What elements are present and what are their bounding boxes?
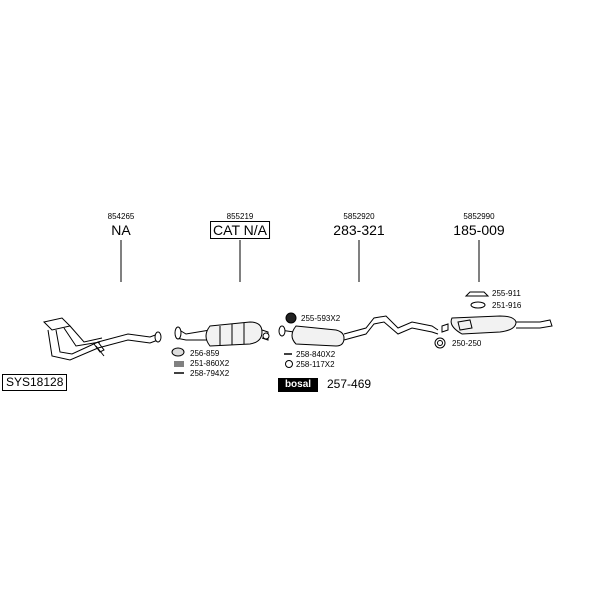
rear-fittings-drawing bbox=[434, 291, 490, 349]
bosal-logo: bosal bbox=[278, 378, 318, 392]
front-pipe-drawing bbox=[43, 317, 162, 361]
fitting-label-cat-3[interactable]: 258-794X2 bbox=[190, 369, 230, 378]
part-number-3[interactable]: 283-321 bbox=[333, 222, 385, 238]
middle-silencer-drawing bbox=[278, 312, 439, 347]
part-number-1[interactable]: NA bbox=[111, 222, 131, 238]
oe-number-4: 5852990 bbox=[463, 212, 495, 221]
oe-number-1: 854265 bbox=[107, 212, 135, 221]
fitting-label-cat-2[interactable]: 251-860X2 bbox=[190, 359, 230, 368]
cat-fittings-drawing bbox=[171, 347, 185, 374]
oe-number-3: 5852920 bbox=[343, 212, 375, 221]
fitting-label-rear-3[interactable]: 250-250 bbox=[452, 339, 482, 348]
fitting-label-rear-2[interactable]: 251-916 bbox=[492, 301, 522, 310]
part-number-2[interactable]: CAT N/A bbox=[210, 221, 270, 239]
rear-silencer-drawing bbox=[441, 315, 553, 335]
mid-fittings-drawing bbox=[284, 353, 293, 368]
fitting-label-mid-2[interactable]: 258-117X2 bbox=[296, 360, 335, 369]
fitting-label-rear-1[interactable]: 255-911 bbox=[492, 289, 521, 298]
oe-number-2: 855219 bbox=[226, 212, 254, 221]
part-number-4[interactable]: 185-009 bbox=[453, 222, 505, 238]
fitting-label-mid-1[interactable]: 258-840X2 bbox=[296, 350, 336, 359]
system-code: SYS18128 bbox=[2, 374, 68, 391]
brand-part-number[interactable]: 257-469 bbox=[327, 377, 372, 391]
fitting-label-cat-1[interactable]: 256-859 bbox=[190, 349, 220, 358]
fitting-label-mid-top[interactable]: 255-593X2 bbox=[301, 314, 341, 323]
catalytic-converter-drawing bbox=[174, 321, 270, 347]
